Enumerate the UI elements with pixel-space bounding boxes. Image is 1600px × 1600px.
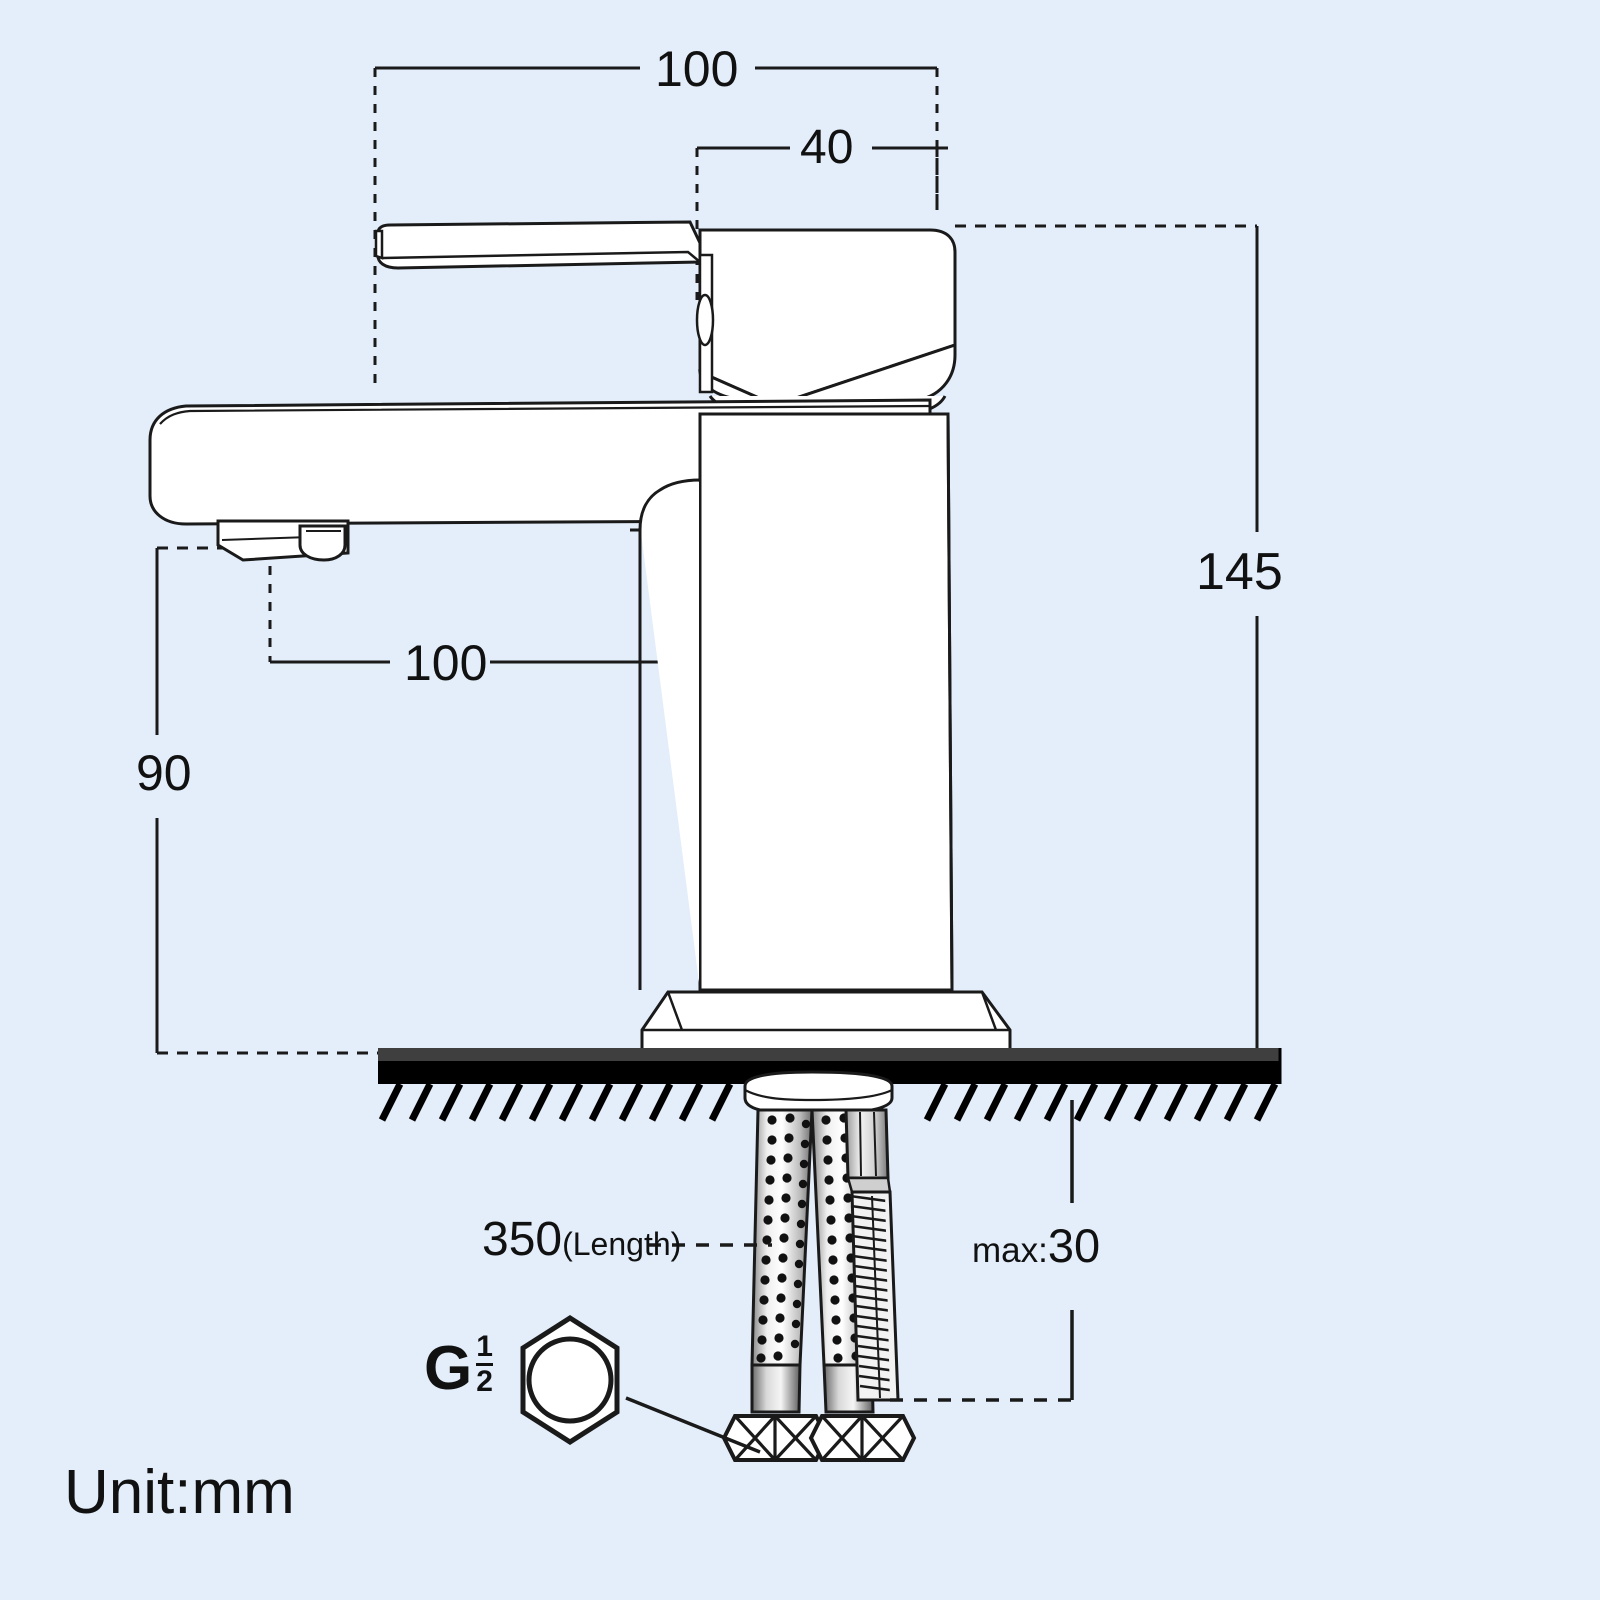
spout-aerator xyxy=(216,519,350,562)
hose-length-unit: (Length) xyxy=(562,1226,682,1262)
unit-note: Unit:mm xyxy=(64,1458,295,1527)
dimension-label-spout-reach-100: 100 xyxy=(404,635,488,691)
dimension-max-thickness-30 xyxy=(890,1100,1078,1402)
max-thickness-value: 30 xyxy=(1047,1219,1101,1272)
thread-letter: G xyxy=(424,1334,473,1403)
body-right-edge xyxy=(946,413,954,991)
housing-detail-oval xyxy=(695,293,715,347)
dimension-label-spout-height-90: 90 xyxy=(136,745,192,801)
dimension-handle-40 xyxy=(695,146,948,300)
thread-fraction-numerator: 1 xyxy=(476,1330,493,1363)
dimension-label-hose-length: 350(Length) xyxy=(482,1216,681,1264)
mounting-washer xyxy=(743,1070,894,1116)
dimension-label-total-height-145: 145 xyxy=(1196,543,1283,601)
dimension-label-handle-40: 40 xyxy=(800,121,854,174)
faucet-body-column xyxy=(698,412,954,992)
body-left-fillet xyxy=(630,478,701,532)
lever-handle xyxy=(376,220,702,270)
countertop-hatch-icon xyxy=(378,1082,1279,1122)
hose-length-value: 350 xyxy=(482,1213,563,1266)
dimension-label-max-thickness: max:30 xyxy=(972,1222,1100,1269)
thread-size-callout: G 1 2 xyxy=(424,1331,493,1403)
max-thickness-prefix: max: xyxy=(972,1231,1048,1270)
spout-top-edge xyxy=(159,404,931,425)
body-left-fillet-fill xyxy=(640,480,700,990)
lever-end-cap xyxy=(374,229,384,260)
threaded-stud-icon xyxy=(844,1108,900,1402)
braided-hose-left xyxy=(721,1108,830,1462)
hex-nut-callout-icon xyxy=(520,1315,620,1445)
leader-thread-callout xyxy=(625,1396,761,1454)
dimension-label-top-100: 100 xyxy=(655,41,739,97)
thread-fraction-denominator: 2 xyxy=(476,1362,493,1398)
